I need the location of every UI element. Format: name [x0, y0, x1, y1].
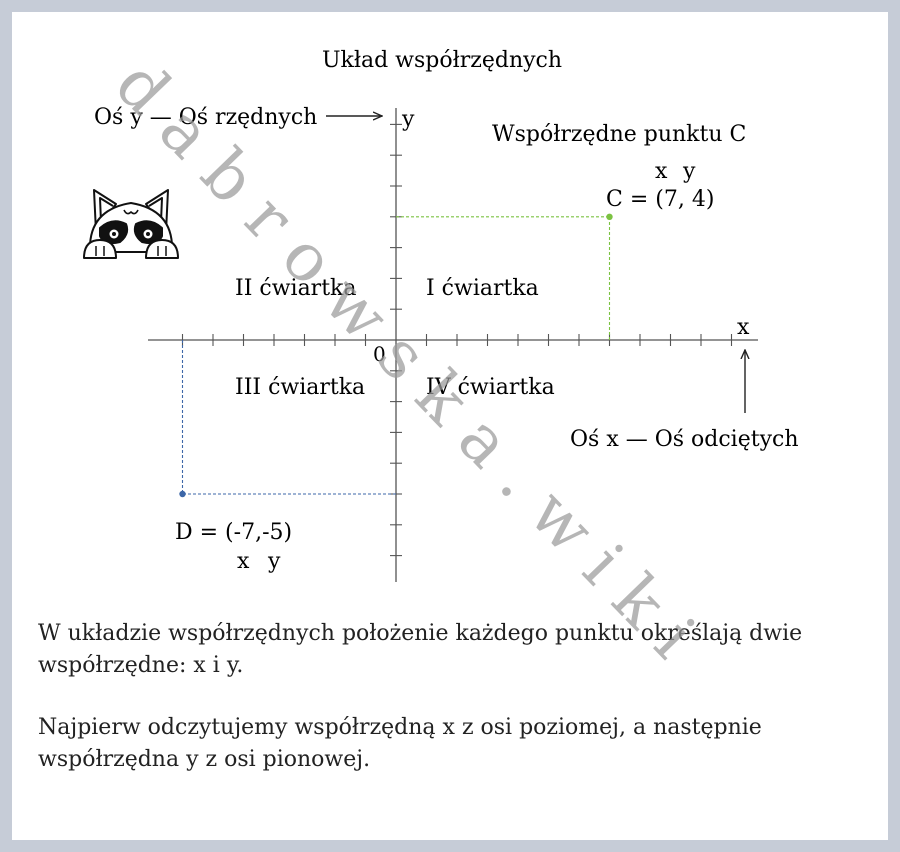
point-c-y-hint: y	[682, 159, 696, 184]
raccoon-mascot-icon	[83, 189, 179, 259]
x-axis-name: x	[737, 315, 750, 340]
quadrant-IV-label: IV ćwiartka	[426, 375, 555, 400]
coords-heading: Współrzędne punktu C	[492, 122, 746, 147]
point-c-x-hint: x	[655, 159, 668, 184]
point-c-marker	[606, 213, 613, 220]
quadrant-II-label: II ćwiartka	[235, 276, 356, 301]
point-d-label: D = (-7,-5)	[175, 520, 292, 545]
x-axis-ticks	[181, 334, 733, 346]
point-d-x-hint: x	[237, 549, 250, 574]
y-axis-name: y	[401, 107, 415, 132]
point-d-y-hint: y	[267, 549, 281, 574]
quadrant-I-label: I ćwiartka	[426, 276, 539, 301]
quadrant-III-label: III ćwiartka	[235, 375, 365, 400]
point-c-label: C = (7, 4)	[606, 187, 714, 212]
reading-order-paragraph: Najpierw odczytujemy współrzędną x z osi…	[38, 715, 762, 772]
origin-label: 0	[373, 342, 386, 366]
content-card	[12, 12, 888, 840]
point-d-marker	[179, 490, 186, 498]
y-axis-caption: Oś y — Oś rzędnych	[94, 105, 317, 130]
intro-paragraph: W układzie współrzędnych położenie każde…	[38, 621, 803, 678]
diagram-title: Układ współrzędnych	[322, 48, 562, 73]
x-axis-caption: Oś x — Oś odciętych	[570, 427, 799, 452]
